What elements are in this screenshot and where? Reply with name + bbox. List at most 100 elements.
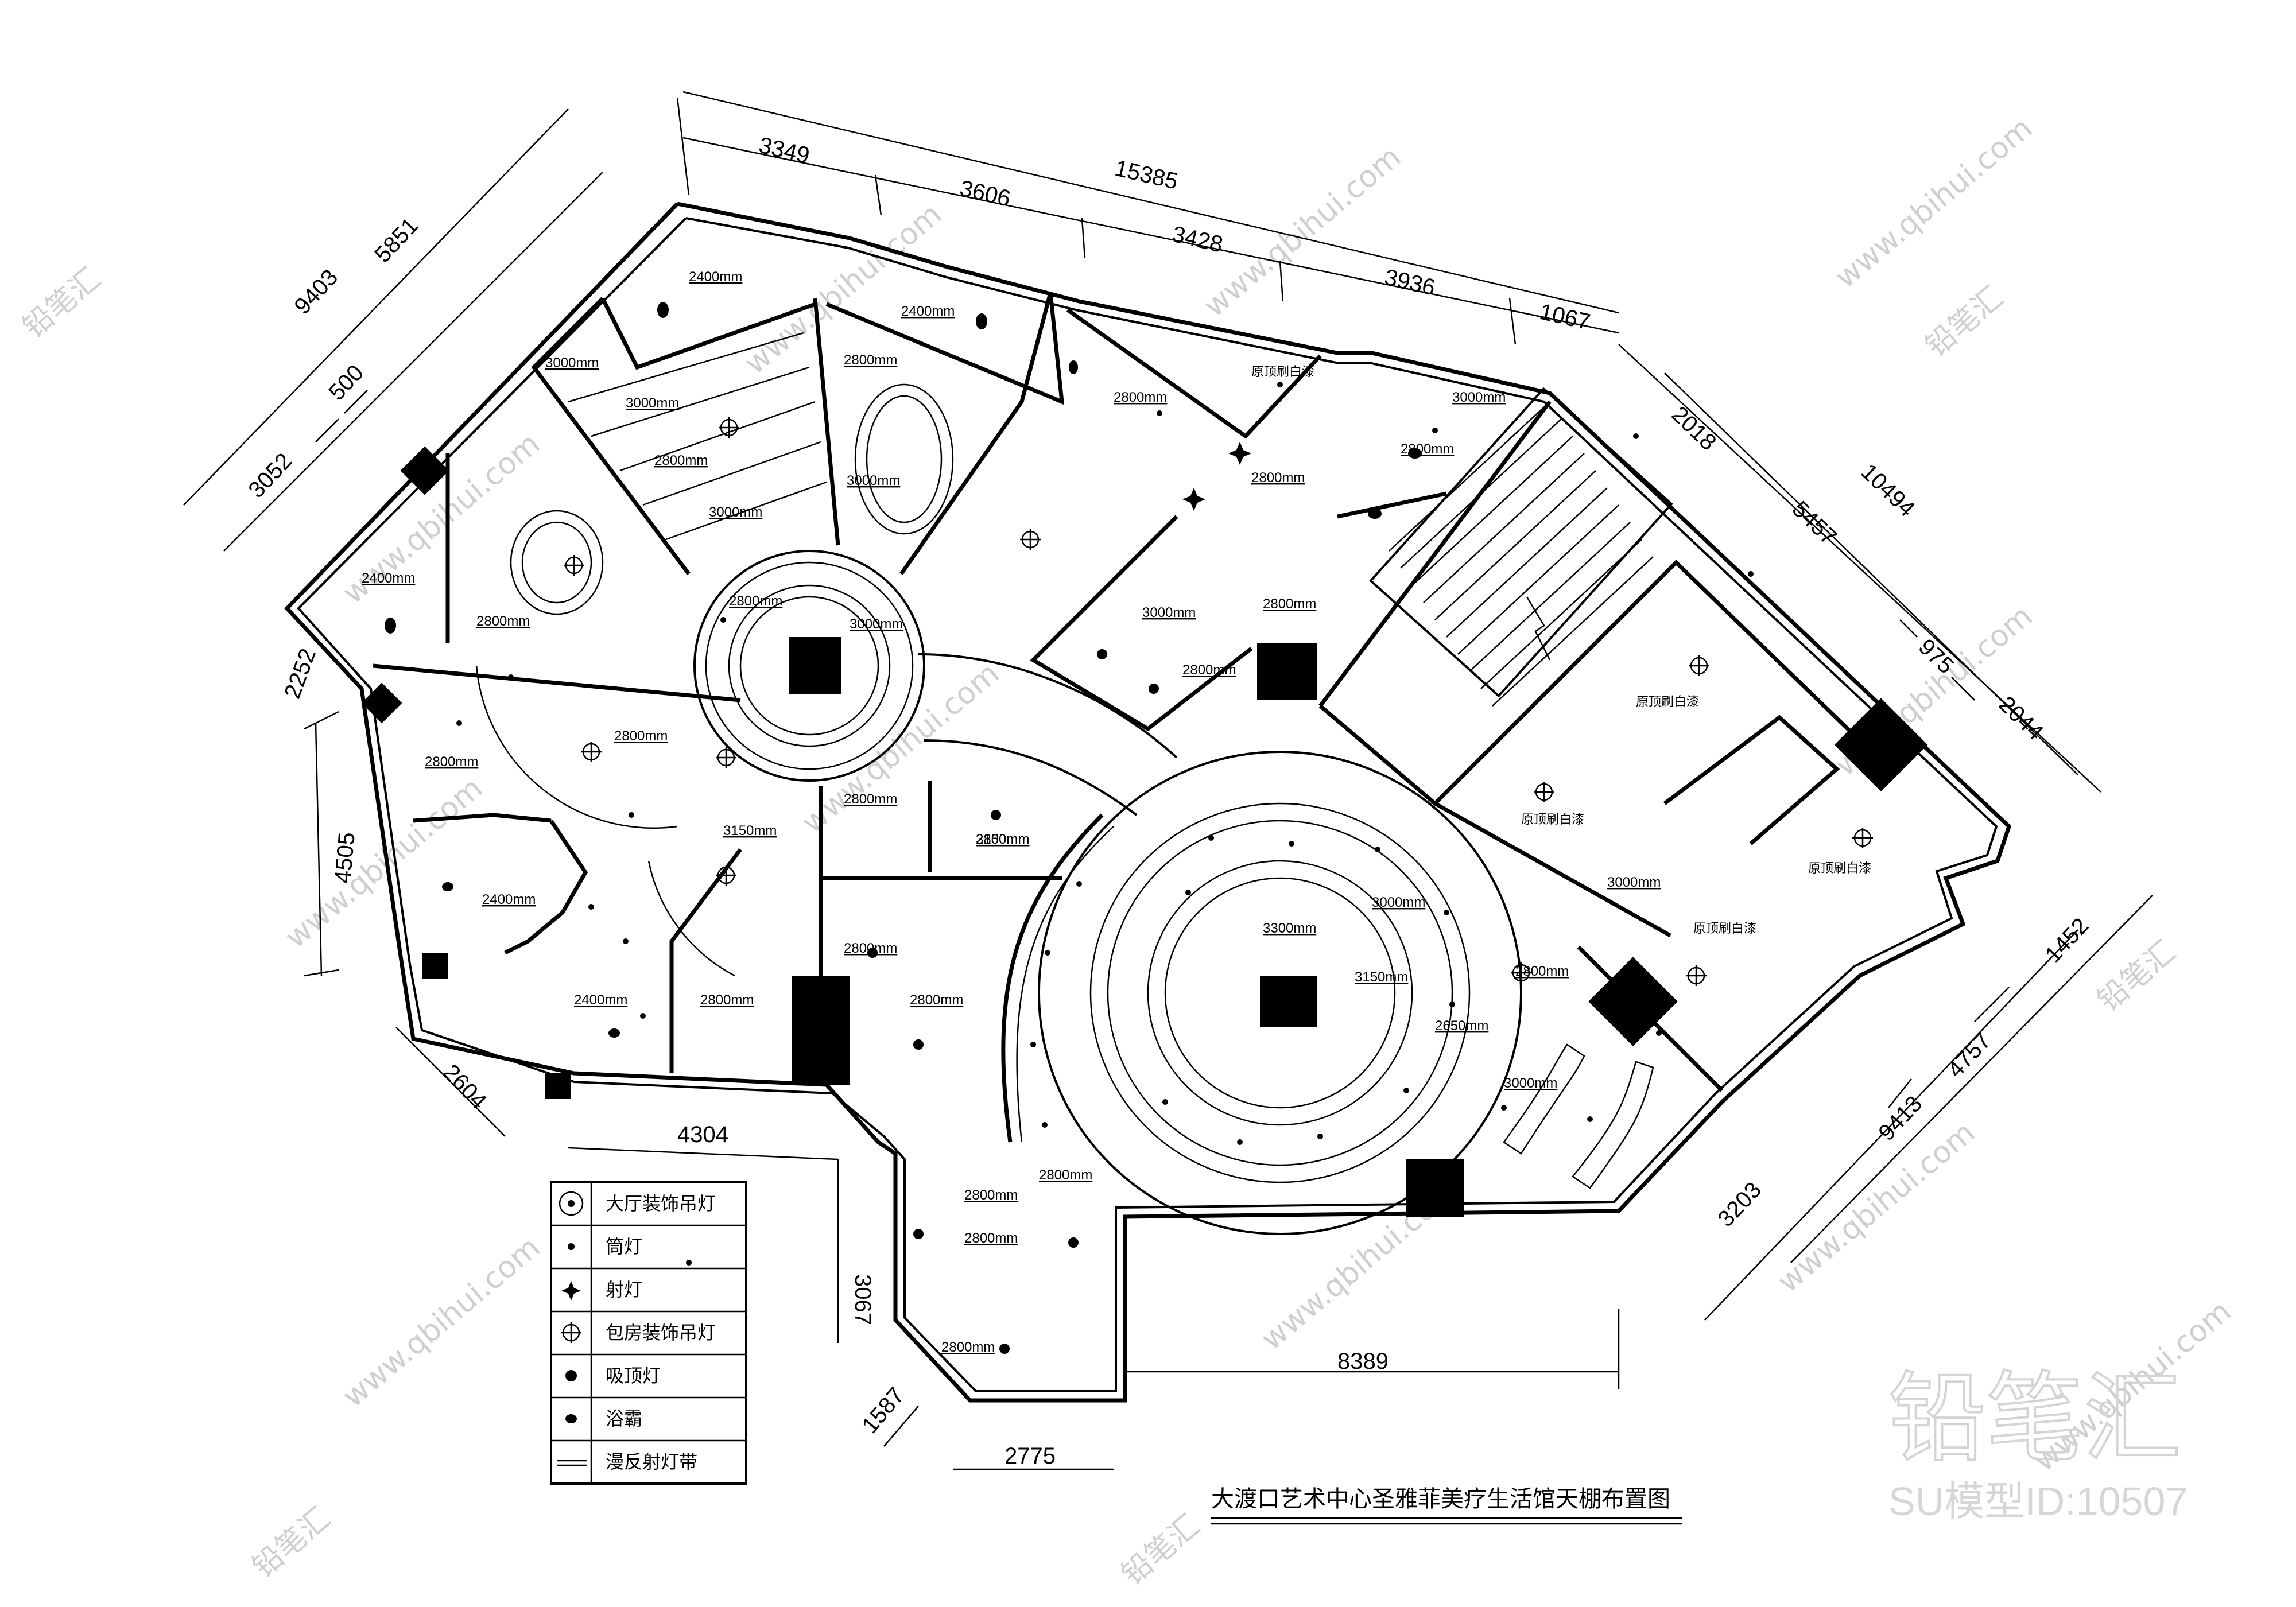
legend-label: 吸顶灯 bbox=[606, 1365, 661, 1387]
ceiling-height: 2800mm bbox=[1251, 470, 1305, 486]
ceiling-height: 2800mm bbox=[964, 1187, 1018, 1203]
watermark-brand: 铅笔汇 bbox=[1919, 280, 2010, 364]
room-chandelier-icon bbox=[581, 742, 602, 762]
hall-chandelier-icon bbox=[559, 1191, 584, 1216]
dimension-lines bbox=[183, 91, 2153, 1470]
room-chandelier-icon bbox=[561, 1322, 581, 1343]
central-rotunda bbox=[693, 550, 925, 782]
ceiling-height: 2800mm bbox=[1182, 662, 1236, 678]
curved-corridor bbox=[475, 653, 1178, 1143]
watermark-text: www.qbihui.com bbox=[1771, 1115, 1981, 1299]
dim-text: 9413 bbox=[1874, 1091, 1927, 1146]
cove-light-strip-icon bbox=[557, 1460, 587, 1466]
title-text: 大渡口艺术中心圣雅菲美疗生活馆天棚布置图 bbox=[1211, 1486, 1670, 1512]
oval-ceilings bbox=[510, 383, 954, 615]
ceiling-height: 3000mm bbox=[1452, 390, 1506, 405]
ceiling-height: 3000mm bbox=[1504, 1076, 1557, 1091]
ceiling-height: 2800mm bbox=[941, 1340, 995, 1355]
dim-text: 2252 bbox=[280, 645, 321, 702]
ceiling-height: 2650mm bbox=[1435, 1018, 1488, 1034]
dim-text: 3428 bbox=[1170, 222, 1225, 258]
legend-label: 射灯 bbox=[606, 1279, 642, 1301]
stripe-ceiling bbox=[568, 332, 827, 541]
legend-label: 浴霸 bbox=[606, 1408, 642, 1430]
ceiling-height: 3150mm bbox=[723, 823, 777, 839]
ceiling-height: 3150mm bbox=[1355, 969, 1408, 985]
ceiling-height: 2800mm bbox=[844, 941, 897, 956]
dim-text: 3067 bbox=[850, 1274, 875, 1325]
dim-text: 5851 bbox=[370, 213, 423, 267]
dim-text: 3052 bbox=[243, 448, 297, 503]
dim-text: 9403 bbox=[289, 265, 343, 319]
ceiling-height: 3000mm bbox=[847, 473, 900, 488]
original-ceiling-note: 原顶刷白漆 bbox=[1636, 695, 1699, 709]
room-chandelier-icon bbox=[564, 555, 584, 576]
ceiling-height: 2800mm bbox=[964, 1231, 1018, 1246]
legend: 大厅装饰吊灯 筒灯 射灯 包房装饰吊灯 吸顶灯 浴霸 漫反射灯带 bbox=[550, 1181, 747, 1485]
staircase bbox=[1369, 387, 1673, 707]
room-chandelier-icon bbox=[716, 865, 736, 886]
light-fixtures bbox=[385, 302, 1873, 1354]
watermark-brand: 铅笔汇 bbox=[1115, 1508, 1206, 1592]
original-ceiling-note: 原顶刷白漆 bbox=[1251, 365, 1314, 379]
room-chandelier-icon bbox=[719, 417, 739, 438]
ceiling-height: 2400mm bbox=[574, 992, 627, 1008]
dim-text: 3936 bbox=[1382, 265, 1438, 301]
ceiling-height: 3000mm bbox=[850, 616, 903, 632]
ceiling-height: 3000mm bbox=[545, 355, 599, 371]
ceiling-height: 2800mm bbox=[1515, 964, 1569, 979]
brand-stamp: 铅笔汇 SU模型ID:10507 bbox=[1887, 1361, 2188, 1524]
dim-text: 3203 bbox=[1713, 1177, 1766, 1232]
spotlight-icon bbox=[561, 1281, 581, 1301]
brand-logo: 铅笔汇 bbox=[1888, 1362, 2181, 1476]
ceiling-height: 3150mm bbox=[976, 832, 1029, 847]
cove-strip bbox=[1503, 1043, 1654, 1189]
ceiling-height: 3000mm bbox=[1142, 605, 1196, 620]
watermark-text: www.qbihui.com bbox=[336, 1230, 546, 1414]
ceiling-height: 2800mm bbox=[1401, 441, 1454, 457]
downlight-icon bbox=[456, 382, 1754, 1266]
ceiling-height: 3000mm bbox=[626, 395, 679, 411]
ceiling-height: 2400mm bbox=[482, 892, 536, 907]
dim-text: 8389 bbox=[1337, 1349, 1389, 1374]
dim-text: 10494 bbox=[1856, 459, 1920, 522]
ceiling-height: 2800mm bbox=[729, 593, 782, 609]
room-chandelier-icon bbox=[1686, 965, 1707, 986]
ceiling-height: 2800mm bbox=[844, 791, 897, 807]
ceiling-height: 2800mm bbox=[1263, 596, 1316, 612]
drawing-title: 大渡口艺术中心圣雅菲美疗生活馆天棚布置图 bbox=[1211, 1486, 1682, 1525]
ceiling-light-icon bbox=[565, 1370, 577, 1381]
dim-text: 5457 bbox=[1787, 496, 1842, 550]
ceiling-height: 2800mm bbox=[425, 754, 478, 770]
ceiling-height: 3300mm bbox=[1263, 921, 1316, 936]
ceiling-height-labels: 2400mm 2400mm 3000mm 3000mm 2800mm 3000m… bbox=[362, 269, 1661, 1355]
watermark-brand: 铅笔汇 bbox=[2091, 934, 2182, 1018]
dim-text: 4304 bbox=[677, 1122, 728, 1147]
room-chandelier-icon bbox=[1020, 529, 1041, 550]
ceiling-height: 2800mm bbox=[1039, 1167, 1092, 1183]
watermark-brand: 铅笔汇 bbox=[17, 261, 107, 345]
ceiling-light-icon bbox=[867, 649, 1159, 1354]
structural-columns bbox=[361, 446, 1928, 1217]
watermark-brand: 铅笔汇 bbox=[246, 1501, 337, 1585]
watermark-text: www.qbihui.com bbox=[1829, 111, 2039, 295]
ceiling-height: 2400mm bbox=[362, 570, 415, 586]
original-ceiling-notes: 原顶刷白漆 原顶刷白漆 原顶刷白漆 原顶刷白漆 原顶刷白漆 bbox=[1251, 365, 1871, 936]
dim-text: 500 bbox=[324, 360, 369, 405]
dim-text: 2018 bbox=[1667, 402, 1721, 455]
model-id: SU模型ID:10507 bbox=[1888, 1479, 2188, 1524]
dim-text: 4505 bbox=[330, 831, 360, 884]
watermark-text: www.qbihui.com bbox=[279, 771, 489, 955]
ceiling-height: 2400mm bbox=[901, 304, 955, 319]
room-chandelier-icon bbox=[1852, 828, 1873, 848]
dim-text: 3606 bbox=[957, 176, 1013, 212]
ceiling-height: 2800mm bbox=[976, 832, 1029, 847]
legend-label: 漫反射灯带 bbox=[606, 1451, 697, 1473]
room-chandelier-icon bbox=[1534, 782, 1554, 802]
original-ceiling-note: 原顶刷白漆 bbox=[1808, 861, 1871, 876]
outer-walls bbox=[284, 201, 2012, 1403]
ceiling-height: 2800mm bbox=[1114, 390, 1167, 405]
dim-text: 3349 bbox=[757, 133, 812, 169]
ceiling-height: 3000mm bbox=[709, 504, 762, 520]
